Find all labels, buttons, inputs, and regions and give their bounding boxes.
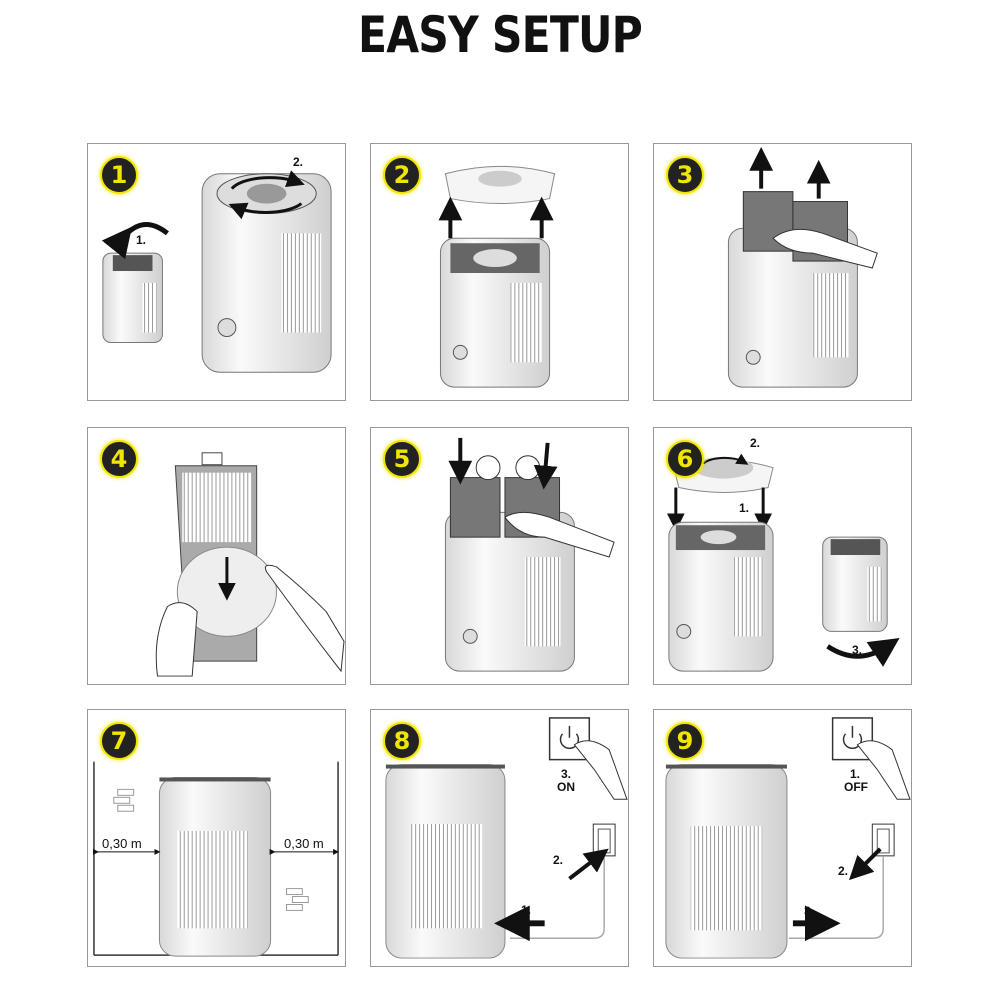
step-number-badge: 1 — [100, 156, 138, 194]
on-label: ON — [557, 780, 575, 794]
step-label: 3. — [852, 643, 863, 657]
step-label: 3. — [804, 904, 815, 918]
right-clearance-label: 0,30 m — [284, 836, 324, 851]
step-5-panel: 5 — [370, 427, 629, 685]
step-label: 2. — [838, 864, 849, 878]
step-number-badge: 2 — [383, 156, 421, 194]
replace-cover-and-flip-illustration — [666, 453, 900, 672]
insert-filters-illustration — [444, 437, 615, 672]
step-label: 2. — [553, 853, 564, 867]
step-label: 2. — [750, 436, 761, 450]
pull-out-filters-illustration — [727, 146, 878, 388]
step-8-panel: 1. 2. 3. ON 8 — [370, 709, 629, 967]
step-3-panel: 3 — [653, 143, 912, 401]
page-title: EASY SETUP — [358, 6, 643, 64]
step-4-panel: 4 — [87, 427, 346, 685]
step-label: 1. — [136, 233, 147, 247]
power-off-and-unplug-illustration — [665, 717, 911, 959]
step-label: 1. — [739, 501, 750, 515]
step-number-badge: 3 — [666, 156, 704, 194]
step-number-badge: 9 — [666, 722, 704, 760]
remove-top-cover-illustration — [438, 165, 556, 388]
step-label: 2. — [293, 155, 304, 169]
remove-filter-wrap-illustration — [155, 452, 345, 677]
step-number-badge: 8 — [383, 722, 421, 760]
step-6-panel: 2. 1. 3. 6 — [653, 427, 912, 685]
left-clearance-label: 0,30 m — [102, 836, 142, 851]
purifier-rotate-illustration — [101, 170, 332, 373]
step-label: 1. — [521, 903, 532, 917]
step-label: 3. — [561, 767, 572, 781]
step-number-badge: 5 — [383, 440, 421, 478]
plug-in-and-power-on-illustration — [385, 717, 628, 959]
step-2-panel: 2 — [370, 143, 629, 401]
step-7-panel: 0,30 m 0,30 m 7 — [87, 709, 346, 967]
step-number-badge: 6 — [666, 440, 704, 478]
step-number-badge: 7 — [100, 722, 138, 760]
step-9-panel: 1. OFF 2. 3. 9 — [653, 709, 912, 967]
off-label: OFF — [844, 780, 868, 794]
placement-clearance-illustration — [92, 761, 340, 957]
step-number-badge: 4 — [100, 440, 138, 478]
step-label: 1. — [850, 767, 861, 781]
step-1-panel: 1. 2. 1 — [87, 143, 346, 401]
